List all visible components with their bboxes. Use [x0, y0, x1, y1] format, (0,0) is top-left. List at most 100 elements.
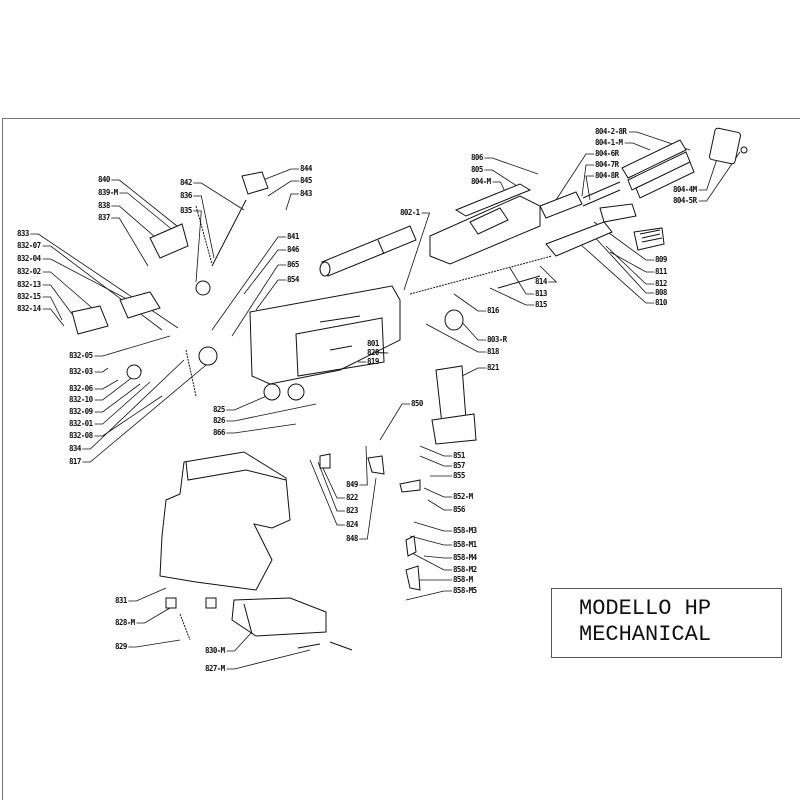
leader-line: [698, 151, 741, 202]
part-label-832-06: 832-06: [69, 384, 93, 393]
leader-line: [605, 245, 654, 285]
trigger-group: [319, 453, 421, 591]
leader-line: [94, 381, 151, 425]
leader-line: [509, 267, 534, 295]
part-label-812: 812: [655, 279, 667, 288]
magazine: [431, 365, 477, 445]
leader-line: [609, 251, 654, 273]
part-label-858-m2: 858-M2: [453, 565, 477, 574]
leader-line: [484, 169, 521, 189]
rear-sight: [71, 171, 269, 335]
part-label-832-02: 832-02: [17, 267, 41, 276]
part-label-815: 815: [535, 300, 547, 309]
part-label-816: 816: [487, 306, 499, 315]
leader-line: [226, 391, 277, 411]
leader-line: [255, 279, 286, 311]
part-label-814: 814: [535, 277, 547, 286]
leader-line: [555, 153, 594, 201]
part-label-804-6r: 804-6R: [595, 149, 619, 158]
part-label-823: 823: [346, 506, 358, 515]
part-label-804-5r: 804-5R: [673, 196, 697, 205]
part-label-840: 840: [98, 175, 110, 184]
lower-receiver: [249, 285, 401, 401]
part-label-832-08: 832-08: [69, 431, 93, 440]
leader-line: [321, 465, 345, 499]
part-label-819: 819: [367, 357, 379, 366]
part-label-833: 833: [17, 229, 29, 238]
leader-line: [427, 499, 452, 511]
part-label-852-m: 852-M: [453, 492, 473, 501]
leader-line: [94, 369, 143, 401]
leader-line: [309, 459, 345, 526]
part-label-818: 818: [487, 347, 499, 356]
part-label-855: 855: [453, 471, 465, 480]
leader-line: [453, 293, 486, 312]
springs-rods: [185, 199, 553, 397]
compressor-cylinder: [539, 181, 621, 219]
part-label-848: 848: [346, 534, 358, 543]
leader-line: [42, 271, 107, 321]
part-label-804-4m: 804-4M: [673, 185, 697, 194]
part-label-858-m4: 858-M4: [453, 553, 477, 562]
part-label-839-m: 839-M: [98, 188, 118, 197]
part-label-803-r: 803-R: [487, 335, 507, 344]
part-label-834: 834: [69, 444, 81, 453]
title-box: MODELLO HP MECHANICAL: [551, 588, 782, 658]
part-label-841: 841: [287, 232, 299, 241]
leader-line: [94, 379, 119, 390]
part-label-804-m: 804-M: [471, 177, 491, 186]
leader-line: [136, 607, 171, 624]
drawing-frame: [2, 118, 800, 800]
part-label-822: 822: [346, 493, 358, 502]
hand-rest: [231, 597, 327, 637]
leader-line: [484, 157, 539, 175]
title-subtitle: MECHANICAL: [579, 622, 712, 647]
part-label-809: 809: [655, 255, 667, 264]
leader-line: [317, 461, 345, 512]
trigger-guard-block: [126, 280, 464, 380]
part-label-843: 843: [300, 189, 312, 198]
part-label-857: 857: [453, 461, 465, 470]
leader-line: [42, 308, 65, 327]
part-label-851: 851: [453, 451, 465, 460]
part-label-824: 824: [346, 520, 358, 529]
part-label-804-8r: 804-8R: [595, 171, 619, 180]
leader-line: [624, 142, 651, 151]
part-label-854: 854: [287, 275, 299, 284]
part-label-845: 845: [300, 176, 312, 185]
leader-line: [257, 168, 299, 183]
upper-receiver: [429, 183, 541, 265]
part-label-846: 846: [287, 245, 299, 254]
leader-line: [128, 587, 167, 602]
leader-line: [111, 179, 183, 231]
leader-line: [419, 455, 452, 467]
part-label-837: 837: [98, 213, 110, 222]
part-label-817: 817: [69, 457, 81, 466]
part-label-804-7r: 804-7R: [595, 160, 619, 169]
part-label-858-m: 858-M: [453, 575, 473, 584]
part-label-821: 821: [487, 363, 499, 372]
leader-line: [193, 210, 202, 283]
screws-nuts: [165, 597, 353, 651]
leader-line: [94, 383, 141, 413]
leader-line: [359, 477, 377, 540]
part-label-832-01: 832-01: [69, 419, 93, 428]
leader-line: [128, 639, 181, 648]
loading-slide: [545, 203, 665, 257]
part-label-810: 810: [655, 298, 667, 307]
part-label-866: 866: [213, 428, 225, 437]
leader-line: [585, 175, 594, 201]
part-label-832-10: 832-10: [69, 395, 93, 404]
leader-line: [231, 264, 286, 337]
leader-line: [489, 287, 534, 306]
leader-line: [423, 555, 452, 559]
leader-line: [226, 403, 317, 422]
leader-line: [193, 182, 245, 211]
leader-line: [579, 243, 654, 304]
leader-line: [589, 231, 654, 294]
leader-line: [119, 192, 181, 237]
part-label-838: 838: [98, 201, 110, 210]
part-label-832-05: 832-05: [69, 351, 93, 360]
leader-line: [413, 521, 452, 532]
